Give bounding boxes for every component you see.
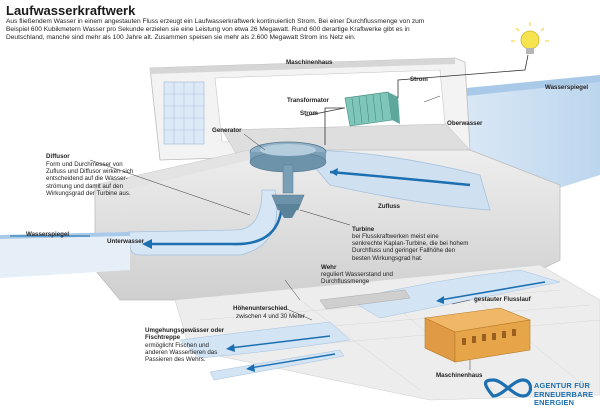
label-zufluss: Zufluss (378, 203, 401, 210)
label-wasserspiegel-right: Wasserspiegel (545, 84, 589, 91)
brand-logo-text: AGENTUR FÜR ERNEUERBARE ENERGIEN (534, 381, 594, 408)
wehr-title: Wehr (321, 264, 337, 271)
label-maschinenhaus-bottom: Maschinenhaus (436, 372, 483, 379)
label-gestauter-flusslauf: gestauter Flusslauf (474, 296, 531, 303)
label-transformator: Transformator (287, 97, 329, 104)
lightbulb-icon (511, 22, 549, 54)
generator-turbine (249, 141, 327, 218)
intro-paragraph: Aus fließendem Wasser in einem angestaut… (6, 18, 425, 42)
infinity-logo-icon (483, 378, 533, 398)
brand-line-2: ERNEUERBARE (534, 389, 594, 399)
page-title: Laufwasserkraftwerk (6, 3, 136, 18)
umgehung-title: Umgehungsgewässer oder Fischtreppe (145, 327, 225, 342)
label-wasserspiegel-left: Wasserspiegel (26, 231, 70, 238)
label-strom-2: Strom (300, 110, 318, 117)
umgehung-text: ermöglicht Fischen und anderen Wassertie… (145, 342, 218, 364)
leader-lines (89, 95, 441, 226)
hoehen-text: zwischen 4 und 30 Meter (236, 313, 305, 320)
label-generator: Generator (212, 127, 242, 134)
brand-line-1: AGENTUR FÜR (534, 381, 590, 390)
diffusor-title: Diffusor (46, 153, 70, 160)
intake-channel (299, 149, 491, 211)
label-maschinenhaus-top: Maschinenhaus (286, 59, 333, 66)
wehr-text: reguliert Wasserstand und Durchflussmeng… (321, 271, 393, 286)
turbine-title: Turbine (352, 226, 375, 233)
label-unterwasser: Unterwasser (107, 238, 145, 245)
brand-line-3: ENERGIEN (534, 398, 575, 408)
hoehen-title: Höhenunterschied (233, 305, 288, 312)
transformer (344, 91, 400, 127)
label-strom-1: Strom (410, 76, 428, 83)
tailwater-area (0, 232, 130, 278)
label-oberwasser: Oberwasser (447, 120, 483, 127)
turbine-text: bei Flusskraftwerken meist eine senkrech… (352, 233, 469, 262)
overview-scene (174, 264, 600, 401)
power-lines (304, 54, 529, 145)
diffusor-text: Form und Durchmesser von Zufluss und Dif… (46, 161, 134, 197)
